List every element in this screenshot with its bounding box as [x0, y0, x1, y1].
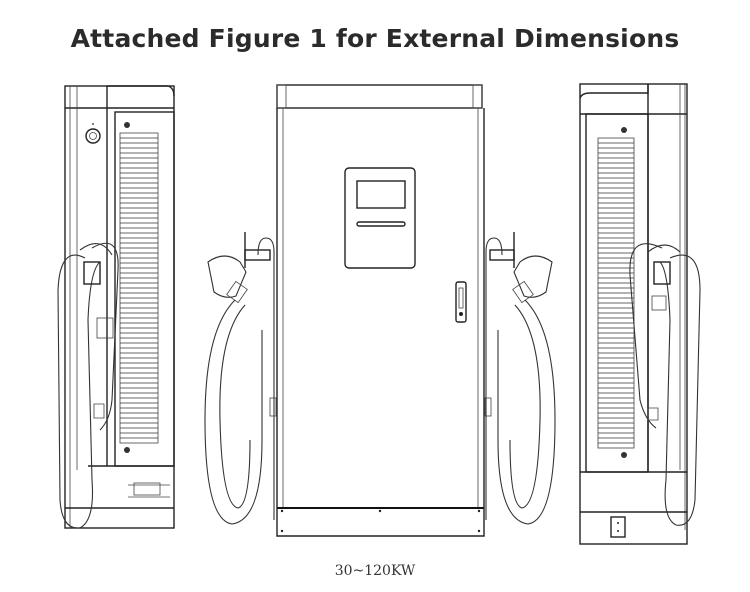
right-side-view	[579, 83, 701, 545]
left-side-view	[57, 85, 175, 529]
right-charging-connector	[485, 232, 556, 525]
figure-title: Attached Figure 1 for External Dimension…	[70, 24, 680, 53]
left-charging-connector	[204, 232, 275, 525]
emergency-stop-icon	[85, 123, 101, 144]
display-panel	[344, 167, 416, 269]
power-range-caption: 30~120KW	[334, 563, 416, 579]
front-view	[204, 84, 556, 537]
door-handle-icon	[455, 281, 467, 323]
vent-louvers-left	[119, 132, 159, 444]
vent-louvers-right	[597, 137, 635, 449]
